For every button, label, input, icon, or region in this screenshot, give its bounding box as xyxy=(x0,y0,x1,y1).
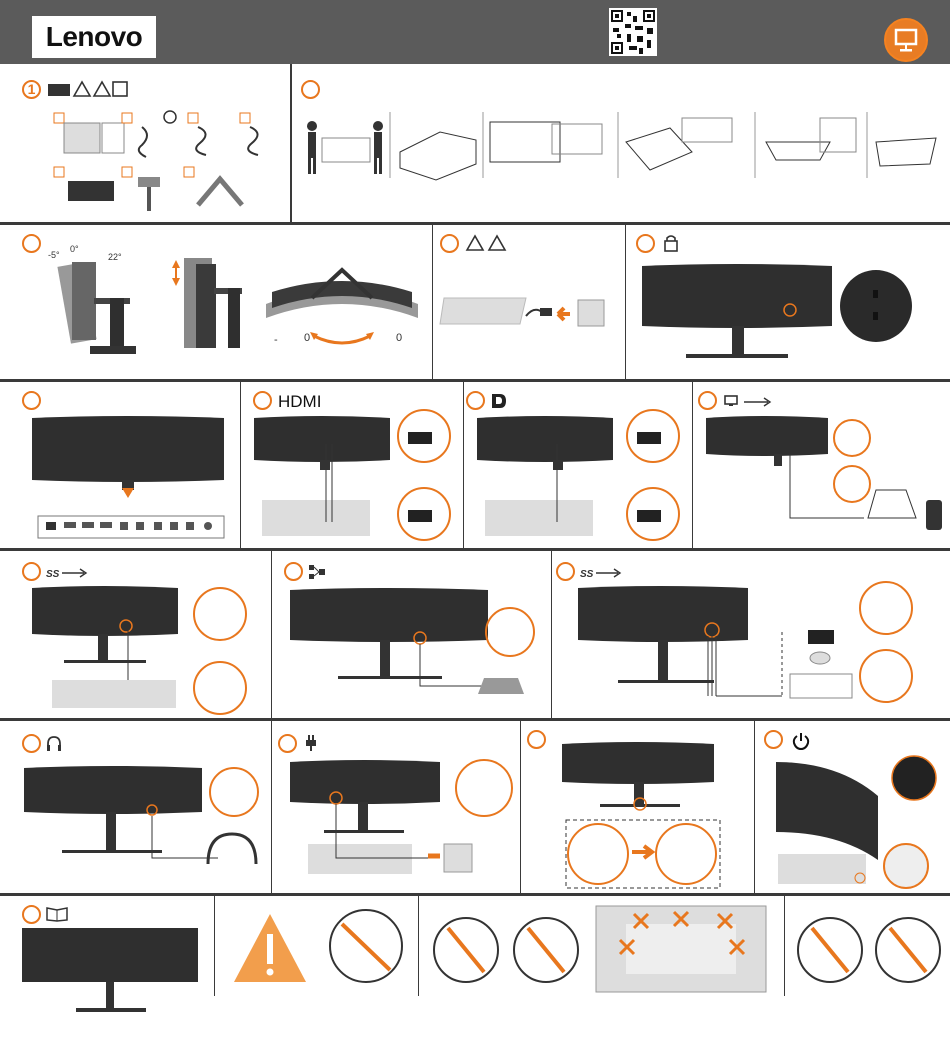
box-contents-icon xyxy=(48,80,128,98)
step-10-circle xyxy=(22,562,41,581)
divider-v xyxy=(463,382,464,548)
usb-c-display-icon xyxy=(724,394,774,410)
step-7-circle xyxy=(253,391,272,410)
step-9-circle xyxy=(698,391,717,410)
manual-info-icon xyxy=(46,906,68,922)
power-outlet-diagram xyxy=(440,296,610,346)
step-17-circle xyxy=(22,905,41,924)
step-4-circle xyxy=(440,234,459,253)
electrical-warning-icon xyxy=(465,234,509,252)
step-14-circle xyxy=(278,734,297,753)
headphone-connection-diagram xyxy=(22,764,267,889)
step-16-circle xyxy=(764,730,783,749)
hdmi-connection-diagram xyxy=(252,414,452,544)
swivel-zero-label: 0 xyxy=(304,332,310,344)
step-15-circle xyxy=(527,730,546,749)
step-8-circle xyxy=(466,391,485,410)
power-plug-icon xyxy=(304,734,318,752)
ethernet-icon xyxy=(308,564,326,580)
ethernet-connection-diagram xyxy=(288,586,538,706)
swivel-left-label: - xyxy=(274,334,278,346)
power-connection-diagram xyxy=(288,758,528,888)
step-1-circle: 1 xyxy=(22,80,41,99)
usb-devices-diagram xyxy=(562,584,942,714)
tilt-diagram xyxy=(50,258,140,358)
divider-v xyxy=(240,382,241,548)
lenovo-logo: Lenovo xyxy=(32,16,156,58)
displayport-icon xyxy=(490,392,508,410)
power-button-icon xyxy=(792,732,810,750)
headphone-icon xyxy=(46,736,62,752)
tilt-zero-label: 0° xyxy=(70,244,79,254)
kensington-lock-diagram xyxy=(640,262,930,372)
height-adjust-diagram xyxy=(170,258,250,358)
step-2-circle xyxy=(301,80,320,99)
unboxing-sequence xyxy=(300,112,940,202)
step-1-number: 1 xyxy=(24,81,39,98)
divider-v xyxy=(625,225,626,379)
ports-overview-diagram xyxy=(30,414,230,544)
tip-warnings xyxy=(796,906,950,996)
divider-v xyxy=(271,551,272,718)
step-3-circle xyxy=(22,234,41,253)
monitor-badge-icon xyxy=(884,18,928,62)
svg-text:SS: SS xyxy=(580,569,594,580)
svg-text:SS: SS xyxy=(46,569,60,580)
caution-panel xyxy=(228,906,418,996)
divider-v xyxy=(432,225,433,379)
divider-row4 xyxy=(0,718,950,721)
header-bar: Lenovo xyxy=(0,0,950,64)
qr-code xyxy=(609,8,657,56)
usb-ss-icon: SS xyxy=(46,566,88,580)
step-6-circle xyxy=(22,391,41,410)
step-13-circle xyxy=(22,734,41,753)
swivel-zero2-label: 0 xyxy=(396,332,402,344)
step-11-circle xyxy=(284,562,303,581)
hdmi-label: HDMI xyxy=(278,392,321,412)
wall-mount-warnings xyxy=(430,906,790,996)
divider-v xyxy=(290,64,292,222)
step-12-circle xyxy=(556,562,575,581)
usb-upstream-diagram xyxy=(30,584,270,714)
divider-v xyxy=(692,382,693,548)
cable-management-diagram xyxy=(560,740,760,890)
divider-v xyxy=(418,896,419,996)
divider-row5 xyxy=(0,893,950,896)
package-items xyxy=(50,105,280,215)
usb-ss-icon: SS xyxy=(580,566,622,580)
divider-row2 xyxy=(0,379,950,382)
monitor-front-diagram xyxy=(22,928,202,1018)
power-on-diagram xyxy=(768,756,948,886)
step-5-circle xyxy=(636,234,655,253)
divider-v xyxy=(214,896,215,996)
divider-v xyxy=(271,721,272,893)
divider-row3 xyxy=(0,548,950,551)
lock-icon xyxy=(664,234,678,252)
divider-v xyxy=(551,551,552,718)
displayport-connection-diagram xyxy=(475,414,690,544)
logo-text: Lenovo xyxy=(32,21,156,53)
usb-c-connection-diagram xyxy=(704,414,949,544)
divider-row1 xyxy=(0,222,950,225)
